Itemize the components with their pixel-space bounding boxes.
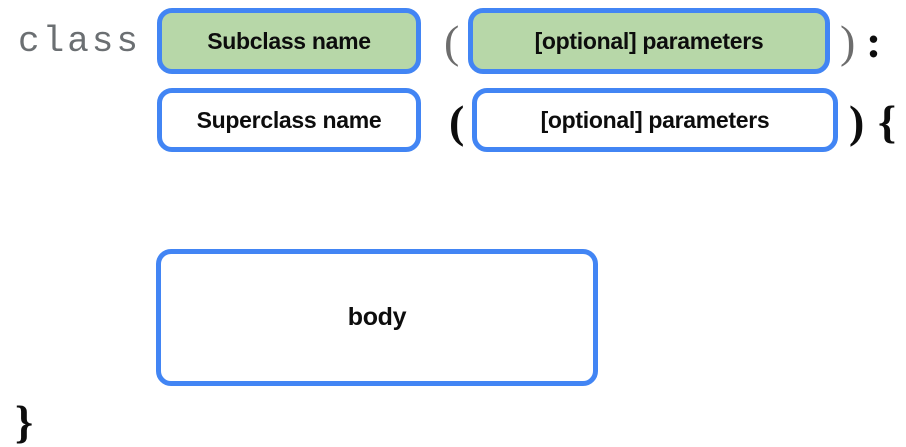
body-box[interactable]: body xyxy=(156,249,598,386)
row2-open-paren: ( xyxy=(449,96,465,147)
subclass-parameters-label: [optional] parameters xyxy=(534,27,764,54)
subclass-parameters-box[interactable]: [optional] parameters xyxy=(468,8,830,74)
row1-close-paren: ) xyxy=(840,16,856,67)
superclass-name-label: Superclass name xyxy=(196,106,382,133)
keyword-class: class xyxy=(18,21,142,62)
closing-brace: } xyxy=(15,396,34,447)
row2-open-brace: { xyxy=(878,96,897,147)
row1-open-paren: ( xyxy=(444,16,460,67)
superclass-parameters-label: [optional] parameters xyxy=(540,106,770,133)
subclass-name-label: Subclass name xyxy=(207,27,371,54)
row1-colon: : xyxy=(866,16,882,67)
superclass-parameters-box[interactable]: [optional] parameters xyxy=(472,88,838,152)
superclass-name-box[interactable]: Superclass name xyxy=(157,88,421,152)
subclass-name-box[interactable]: Subclass name xyxy=(157,8,421,74)
body-label: body xyxy=(347,303,407,331)
row2-close-paren: ) xyxy=(849,96,865,147)
